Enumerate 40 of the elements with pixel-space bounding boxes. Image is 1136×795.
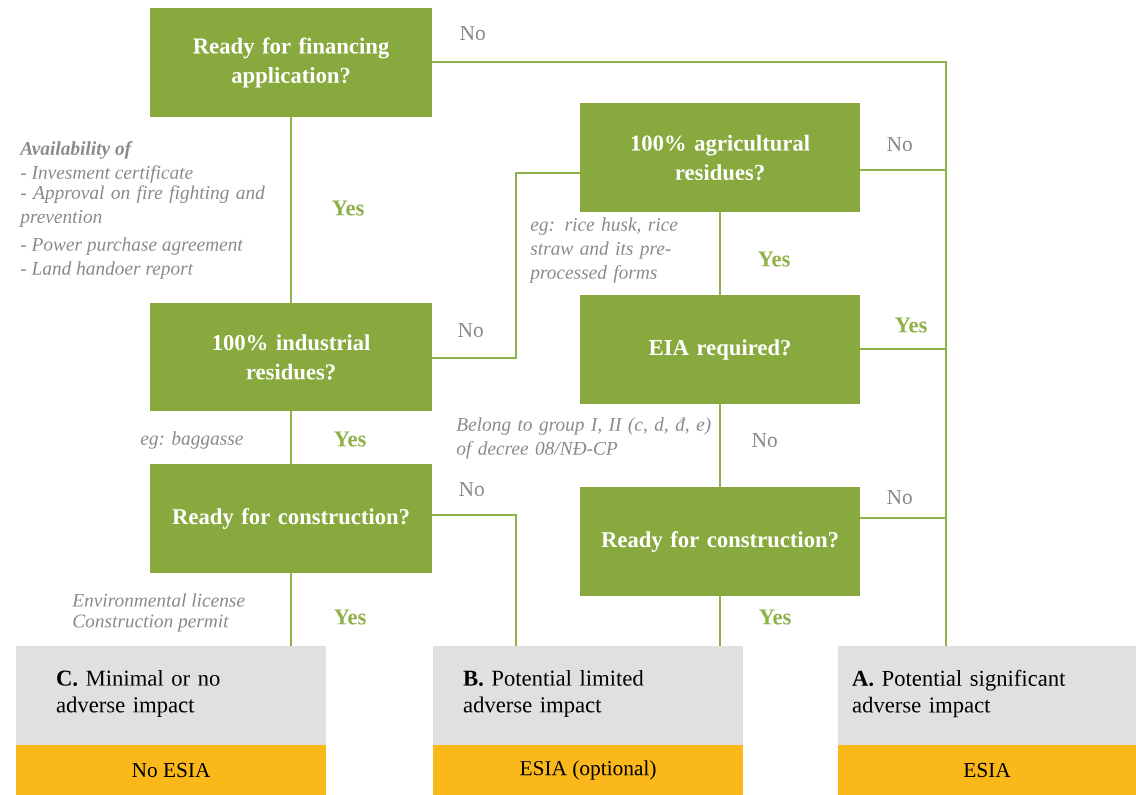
connector-line — [859, 517, 947, 647]
connector-line — [431, 172, 581, 359]
note-text: Availability of — [19, 141, 133, 159]
edge-label: Yes — [893, 316, 929, 334]
decision-box: Ready for construction? — [580, 487, 860, 596]
edge-label: Yes — [332, 608, 368, 626]
edge-label: No — [456, 321, 485, 339]
connector-line — [431, 514, 517, 647]
edge-label: Yes — [332, 430, 368, 448]
connector-line — [719, 211, 721, 296]
connector-line — [290, 116, 292, 304]
connector-line — [719, 403, 721, 488]
outcome-box: B. Potential limited adverse impact ESIA (optional) — [433, 646, 743, 795]
note-text: Construction permit — [73, 614, 229, 632]
connector-line — [290, 572, 292, 647]
decision-box: 100% industrial residues? — [150, 303, 432, 411]
note-text: eg: rice husk, rice straw and its pre-processed forms — [529, 217, 678, 283]
decision-box: Ready for construction? — [150, 464, 432, 573]
edge-label: No — [885, 135, 914, 153]
edge-label: No — [457, 480, 486, 498]
decision-box: EIA required? — [580, 295, 860, 404]
decision-box: 100% agricultural residues? — [580, 103, 860, 212]
note-text: - Approval on fire fighting and prevention — [19, 185, 265, 227]
note-text: eg: baggasse — [140, 431, 243, 449]
edge-label: No — [750, 431, 779, 449]
outcome-box: C. Minimal or no adverse impact No ESIA — [16, 646, 326, 795]
note-text: - Power purchase agreement — [21, 237, 244, 255]
edge-label: No — [885, 488, 914, 506]
decision-box: Ready for financing application? — [150, 8, 432, 117]
edge-label: Yes — [330, 199, 366, 217]
connector-line — [719, 595, 721, 647]
note-text: - Invesment certificate — [21, 165, 193, 183]
edge-label: Yes — [757, 608, 793, 626]
edge-label: No — [458, 24, 487, 42]
connector-line — [290, 410, 292, 465]
edge-label: Yes — [756, 250, 792, 268]
note-text: Belong to group I, II (c, d, đ, e) of decree 08/NĐ-CP — [456, 417, 711, 459]
outcome-box: A. Potential significant adverse impact ESIA — [838, 646, 1136, 795]
note-text: Environmental license — [72, 593, 245, 607]
note-text: - Land handoer report — [21, 261, 194, 279]
